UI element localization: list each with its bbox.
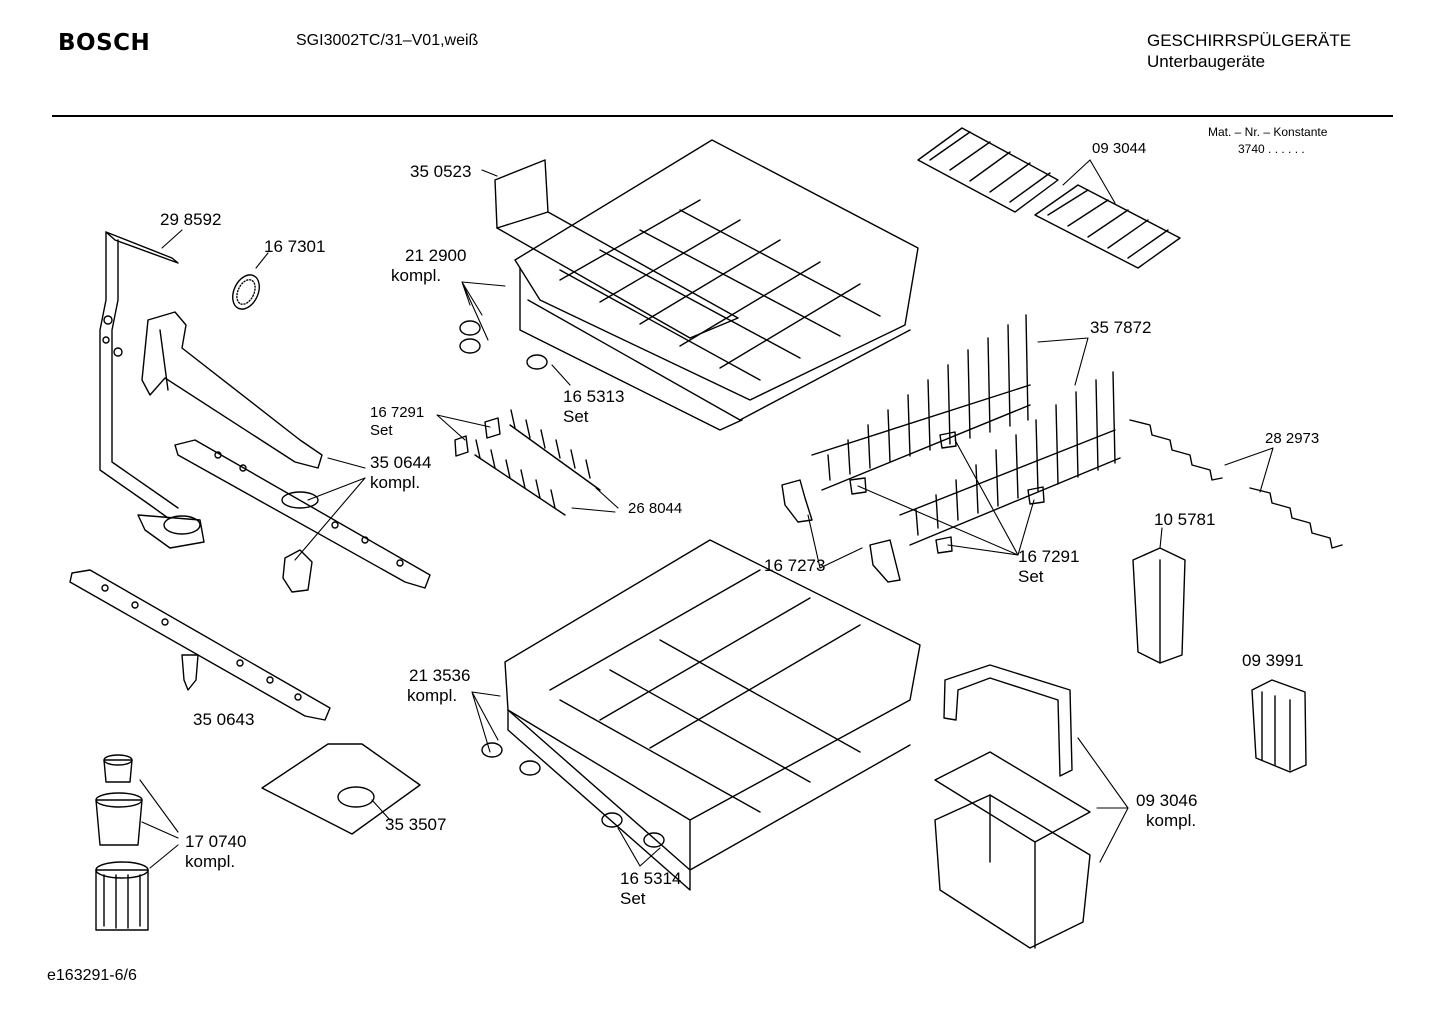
lower-basket (481, 539, 921, 891)
lower-spray-arm (69, 569, 331, 721)
small-filter-disk (232, 274, 260, 310)
header-divider (52, 115, 1393, 117)
brand-logo: BOSCH (58, 30, 151, 56)
model-number: SGI3002TC/31–V01,weiß (296, 32, 479, 49)
part-label-298592: 29 8592 (160, 210, 222, 229)
part-label-353507: 35 3507 (385, 815, 447, 834)
part-label-357872: 35 7872 (1090, 318, 1152, 337)
part-label-167273: 16 7273 (764, 556, 826, 575)
part-label-167301: 16 7301 (264, 237, 326, 256)
part-label-093991: 09 3991 (1242, 651, 1304, 670)
cutlery-tube (1132, 547, 1186, 664)
cutlery-basket (934, 664, 1091, 949)
document-id: e163291-6/6 (47, 967, 137, 984)
upper-basket (459, 139, 919, 431)
dish-rack-inserts (917, 127, 1181, 269)
part-label-105781: 10 5781 (1154, 510, 1216, 529)
part-label-350643: 35 0643 (193, 710, 255, 729)
rack-clips (781, 431, 1045, 583)
leader-lines (139, 159, 1274, 869)
filter-cylinder-set (95, 754, 149, 931)
filter-plate (261, 743, 421, 835)
supply-pipe (99, 231, 205, 549)
appliance-subcategory: Unterbaugeräte (1147, 52, 1266, 71)
small-cutlery-insert (1251, 679, 1307, 773)
appliance-category: GESCHIRRSPÜLGERÄTE (1147, 31, 1352, 50)
plate-rack-rows (811, 314, 1121, 546)
upper-spray-arm (174, 439, 431, 593)
part-label-282973: 28 2973 (1265, 430, 1320, 447)
part-label-093044: 09 3044 (1092, 140, 1147, 157)
cup-shelf (454, 409, 601, 516)
mat-nr-value: 3740 . . . . . . (1238, 142, 1305, 156)
part-label-268044: 26 8044 (628, 500, 683, 517)
mat-nr-label: Mat. – Nr. – Konstante (1208, 125, 1328, 139)
cup-rack-strips (1129, 419, 1343, 549)
upper-arm-pipe (141, 311, 323, 469)
part-label-350523: 35 0523 (410, 162, 472, 181)
